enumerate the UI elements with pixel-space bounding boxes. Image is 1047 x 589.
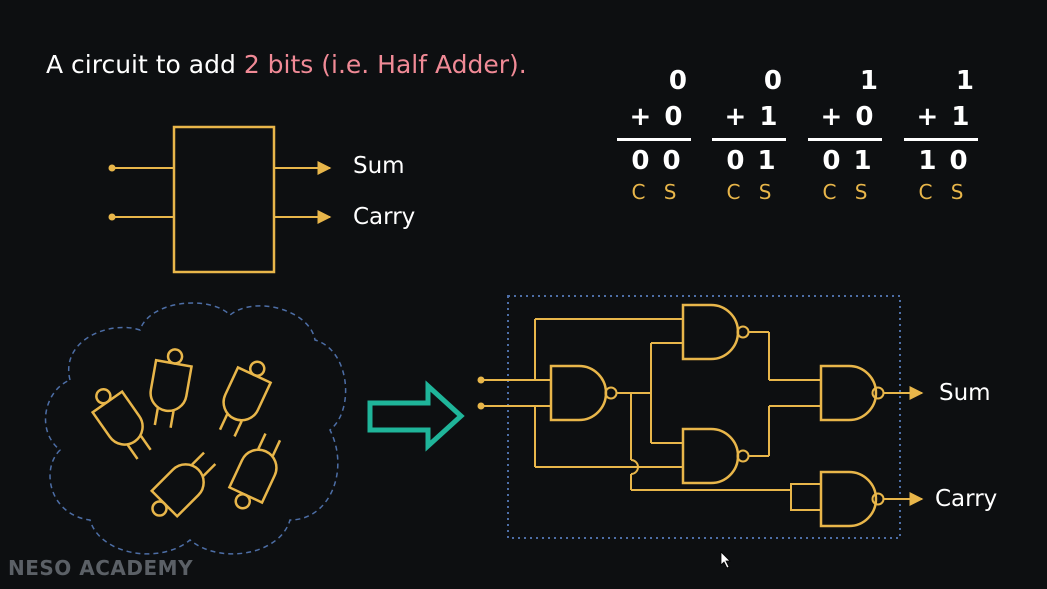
addition-result: 1 0 <box>918 146 970 176</box>
circuit-boundary <box>507 295 901 539</box>
addend-a: 1 <box>955 66 976 96</box>
carry-sum-labels: C S <box>726 180 778 204</box>
block-output-carry: Carry <box>353 204 416 230</box>
addend-a: 0 <box>668 66 689 96</box>
title-highlight: 2 bits (i.e. Half Adder). <box>243 50 527 79</box>
nand-gate-icon <box>143 345 196 431</box>
sum-rule <box>808 138 882 141</box>
nand-gate-icon <box>222 428 291 517</box>
sum-rule <box>904 138 978 141</box>
nand-circuit <box>477 303 924 528</box>
addition-example: 1 + 0 0 1 C S <box>808 66 888 206</box>
addition-result: 0 0 <box>631 146 683 176</box>
addend-b: + 0 <box>820 102 876 132</box>
addend-a: 0 <box>763 66 784 96</box>
addition-example: 1 + 1 1 0 C S <box>904 66 984 206</box>
arrow-right-icon <box>367 380 465 452</box>
half-adder-block <box>108 125 332 274</box>
carry-sum-labels: C S <box>822 180 874 204</box>
addend-b: + 1 <box>916 102 972 132</box>
circuit-output-carry: Carry <box>935 486 998 512</box>
nand-gate-icon <box>681 427 740 485</box>
nand-gate-icon <box>209 353 278 442</box>
watermark: NESO ACADEMY <box>8 556 194 580</box>
addition-example: 0 + 1 0 1 C S <box>712 66 792 206</box>
gates-cloud <box>44 302 347 555</box>
cursor-icon <box>720 551 731 569</box>
circuit-output-sum: Sum <box>939 380 991 406</box>
nand-gate-icon <box>140 444 224 528</box>
nand-gate-icon <box>549 364 608 422</box>
slide-title: A circuit to add 2 bits (i.e. Half Adder… <box>46 50 527 79</box>
nand-gate-icon <box>819 364 878 422</box>
block-output-sum: Sum <box>353 153 405 179</box>
title-prefix: A circuit to add <box>46 50 236 79</box>
addend-b: + 0 <box>629 102 685 132</box>
sum-rule <box>712 138 786 141</box>
addition-result: 0 1 <box>822 146 874 176</box>
nand-gate-icon <box>681 303 740 361</box>
sum-rule <box>617 138 691 141</box>
carry-sum-labels: C S <box>918 180 970 204</box>
carry-sum-labels: C S <box>631 180 683 204</box>
nand-gate-icon <box>83 378 161 466</box>
nand-gate-icon <box>819 470 878 528</box>
addition-result: 0 1 <box>726 146 778 176</box>
addition-example: 0 + 0 0 0 C S <box>617 66 697 206</box>
addend-b: + 1 <box>724 102 780 132</box>
addend-a: 1 <box>859 66 880 96</box>
